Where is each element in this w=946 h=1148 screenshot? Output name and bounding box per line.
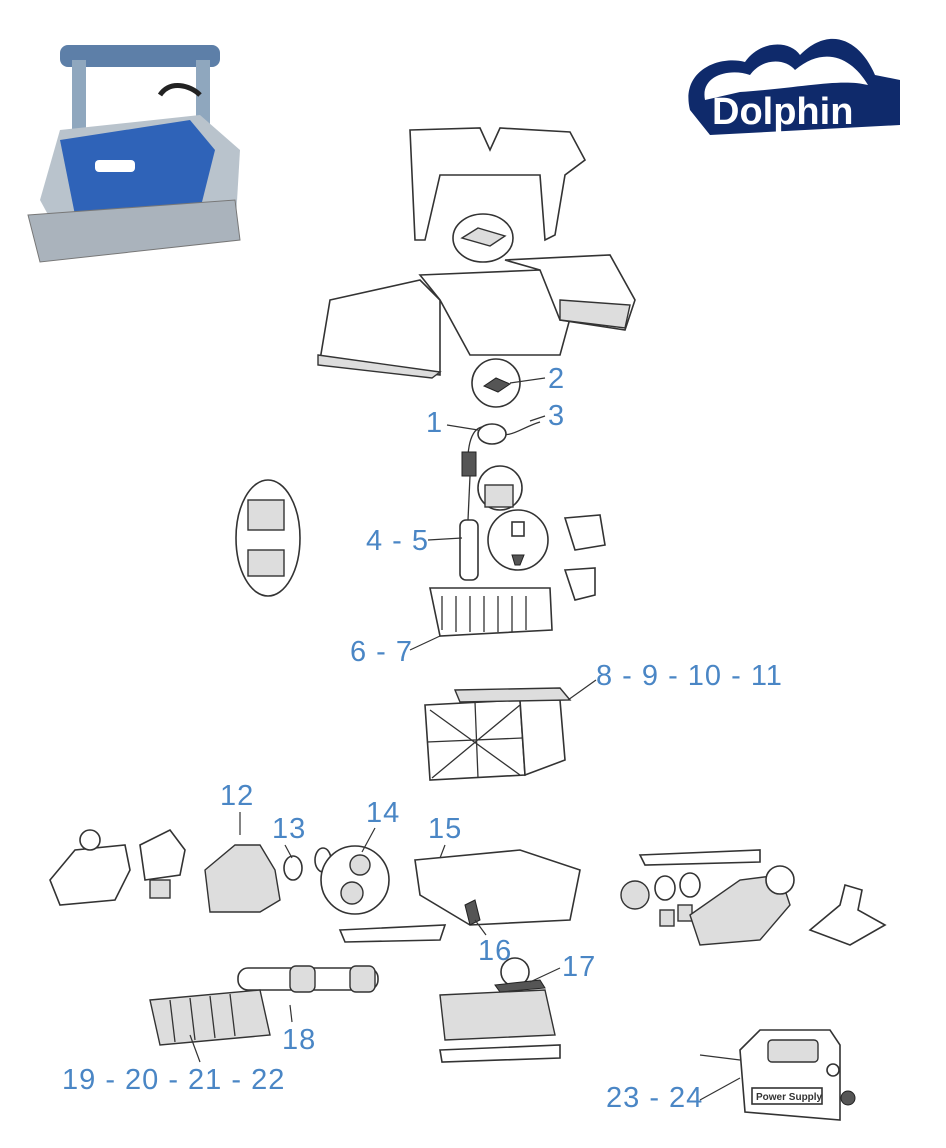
callout-2: 2: [548, 363, 566, 395]
drive-assembly: [49, 828, 887, 993]
callout-1: 1: [426, 407, 444, 439]
callout-18: 18: [282, 1024, 317, 1056]
power-supply-part: Power Supply: [699, 1029, 856, 1121]
callout-14: 14: [366, 797, 401, 829]
motor-part: [459, 519, 479, 581]
callout-16: 16: [478, 935, 513, 967]
robot-photo-badge: [95, 160, 135, 172]
robot-photo: [27, 45, 241, 263]
svg-text:Dolphin: Dolphin: [712, 91, 853, 133]
top-cover-part: [317, 254, 636, 379]
callout-15: 15: [428, 813, 463, 845]
dolphin-logo: Dolphin: [688, 38, 900, 136]
callout-23-24: 23 - 24: [606, 1082, 704, 1114]
leader-lines: [189, 377, 741, 1101]
handle-part: [409, 127, 587, 263]
callout-19-22: 19 - 20 - 21 - 22: [62, 1064, 286, 1096]
cable-swivel-part: [235, 421, 606, 601]
callout-12: 12: [220, 780, 255, 812]
power-supply-text: Power Supply: [756, 1092, 823, 1103]
callout-17: 17: [562, 951, 597, 983]
callout-6-7: 6 - 7: [350, 636, 414, 668]
filter-part: [424, 687, 572, 781]
brush-roller-part: [149, 965, 561, 1063]
callout-8-11: 8 - 9 - 10 - 11: [596, 660, 783, 692]
callout-3: 3: [548, 400, 566, 432]
callout-4-5: 4 - 5: [366, 525, 430, 557]
motor-box-part: [429, 587, 553, 637]
callout-13: 13: [272, 813, 307, 845]
